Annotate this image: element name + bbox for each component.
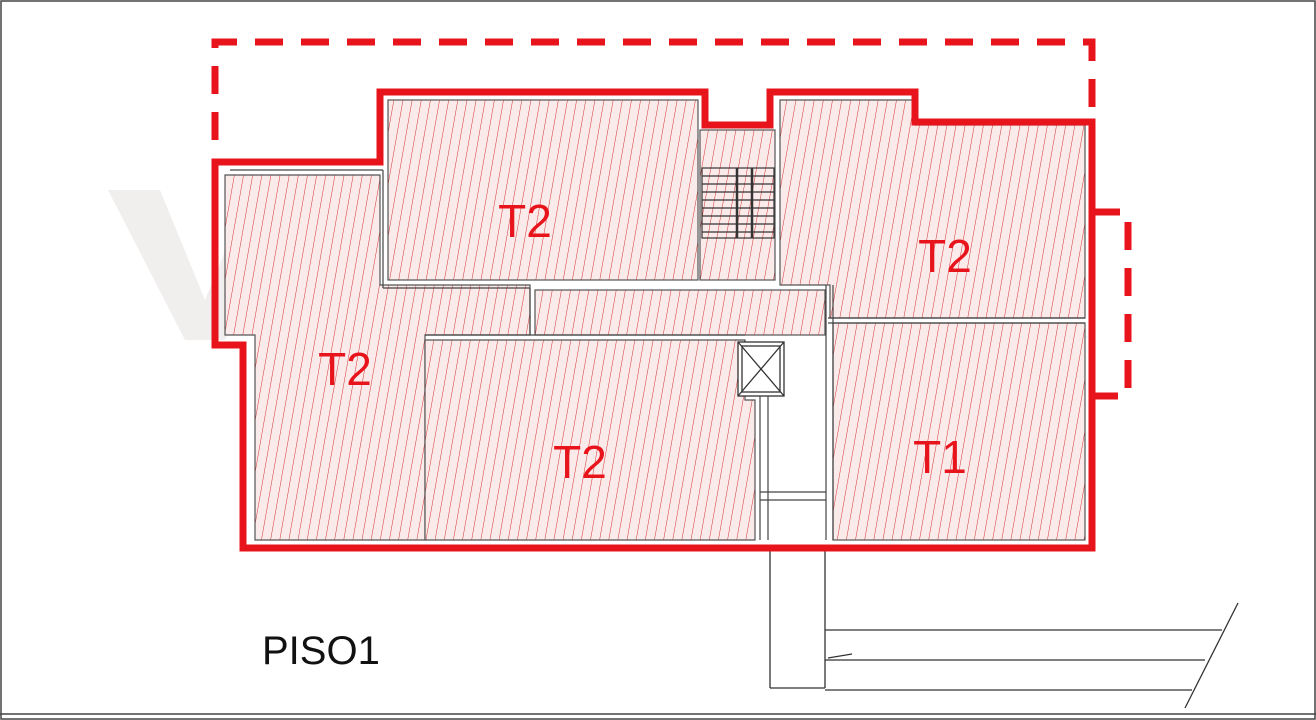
unit-area-center bbox=[424, 339, 756, 541]
top-balcony-outline bbox=[211, 38, 1096, 140]
unit-area-top-left bbox=[387, 99, 699, 281]
staircase bbox=[701, 167, 775, 239]
elevator-shaft bbox=[737, 341, 785, 397]
right-balcony-outline bbox=[1092, 208, 1132, 400]
corridor-area bbox=[534, 289, 826, 336]
unit-label-right: T1 bbox=[913, 431, 967, 483]
floor-label: PISO1 bbox=[262, 629, 380, 673]
unit-labels: T2 T2 T2 T2 T1 bbox=[318, 195, 972, 488]
exterior-access bbox=[769, 548, 1239, 709]
unit-label-top-left: T2 bbox=[498, 195, 552, 247]
dashed-projections bbox=[211, 38, 1132, 400]
unit-label-left: T2 bbox=[318, 343, 372, 395]
floor-perimeter bbox=[211, 88, 1096, 552]
hatched-areas bbox=[224, 99, 1086, 541]
stair-area bbox=[699, 129, 776, 281]
unit-label-top-right: T2 bbox=[918, 230, 972, 282]
unit-label-center: T2 bbox=[553, 436, 607, 488]
interior-walls bbox=[230, 169, 1085, 540]
unit-area-right bbox=[832, 322, 1086, 541]
